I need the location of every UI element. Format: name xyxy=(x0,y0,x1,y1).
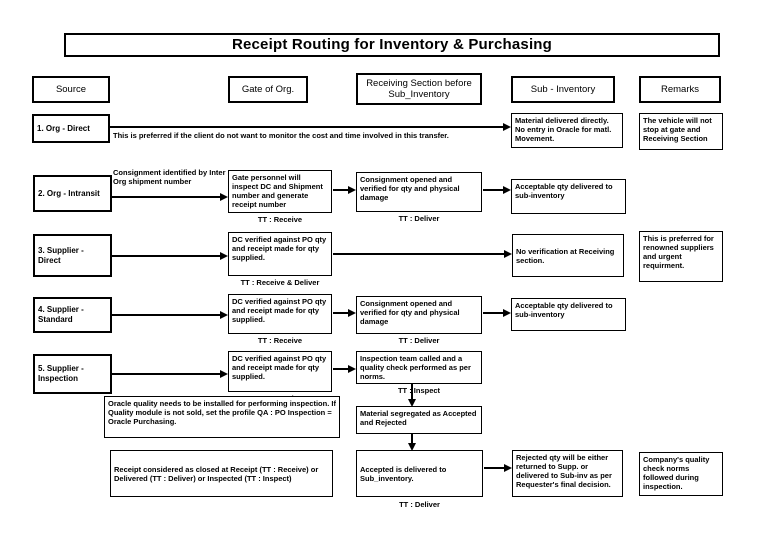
row1-arrow-source-to-subinventory xyxy=(110,123,511,131)
header-source: Source xyxy=(32,76,110,103)
accepted-tt-label: TT : Deliver xyxy=(399,500,440,509)
arrow-accepted-to-rejected xyxy=(484,464,512,472)
row1-subinventory-box: Material delivered directly. No entry in… xyxy=(511,113,623,148)
row4-source-box: 4. Supplier - Standard xyxy=(33,297,112,333)
row1-remarks-box: The vehicle will not stop at gate and Re… xyxy=(639,113,723,150)
accepted-box: Accepted is delivered to Sub_inventory. xyxy=(356,450,483,497)
rejected-box: Rejected qty will be either returned to … xyxy=(512,450,623,497)
row2-source-box: 2. Org - Intransit xyxy=(33,175,112,212)
row3-subinventory-box: No verification at Receiving section. xyxy=(512,234,624,277)
row2-gate-tt-label: TT : Receive xyxy=(257,215,303,224)
row4-arrow-gate-to-receiving xyxy=(333,309,356,317)
row2-arrow-label: Consignment identified by Inter Org ship… xyxy=(113,168,226,186)
closure-note-box: Receipt considered as closed at Receipt … xyxy=(110,450,333,497)
row2-arrow-receiving-to-subinventory xyxy=(483,186,511,194)
row4-subinventory-box: Acceptable qty delivered to sub-inventor… xyxy=(511,298,626,331)
row4-arrow-receiving-to-subinventory xyxy=(483,309,511,317)
row5-oracle-note-box: Oracle quality needs to be installed for… xyxy=(104,396,340,438)
row2-receiving-box: Consignment opened and verified for qty … xyxy=(356,172,482,212)
row5-gate-box: DC verified against PO qty and receipt m… xyxy=(228,351,332,392)
row3-gate-tt-label: TT : Receive & Deliver xyxy=(240,278,320,287)
row4-receiving-box: Consignment opened and verified for qty … xyxy=(356,296,482,334)
row2-subinventory-box: Acceptable qty delivered to sub-inventor… xyxy=(511,179,626,214)
row5-receiving-box: Inspection team called and a quality che… xyxy=(356,351,482,384)
row5-arrow-segregated-to-accepted xyxy=(408,434,416,451)
row5-arrow-source-to-gate xyxy=(112,370,228,378)
page-title: Receipt Routing for Inventory & Purchasi… xyxy=(64,33,720,57)
header-sub-inventory: Sub - Inventory xyxy=(511,76,615,103)
row4-gate-tt-label: TT : Receive xyxy=(257,336,303,345)
row4-arrow-source-to-gate xyxy=(112,311,228,319)
row3-source-box: 3. Supplier - Direct xyxy=(33,234,112,277)
row5-arrow-gate-to-receiving xyxy=(333,365,356,373)
header-gate-of-org: Gate of Org. xyxy=(228,76,308,103)
row5-source-box: 5. Supplier - Inspection xyxy=(33,354,112,394)
row3-remarks-box: This is preferred for renowned suppliers… xyxy=(639,231,723,282)
row3-gate-box: DC verified against PO qty and receipt m… xyxy=(228,232,332,276)
row5-receiving-tt-label: TT : Inspect xyxy=(397,386,441,395)
row1-flow-note: This is preferred if the client do not w… xyxy=(113,131,449,140)
row4-receiving-tt-label: TT : Deliver xyxy=(398,336,440,345)
row2-gate-box: Gate personnel will inspect DC and Shipm… xyxy=(228,170,332,213)
header-remarks: Remarks xyxy=(639,76,721,103)
bottom-remarks-box: Company's quality check norms followed d… xyxy=(639,452,723,496)
row5-segregated-box: Material segregated as Accepted and Reje… xyxy=(356,406,482,434)
row4-gate-box: DC verified against PO qty and receipt m… xyxy=(228,294,332,334)
row2-receiving-tt-label: TT : Deliver xyxy=(398,214,440,223)
row2-arrow-source-to-gate xyxy=(112,193,228,201)
row2-arrow-gate-to-receiving xyxy=(333,186,356,194)
row5-arrow-receiving-to-segregated xyxy=(408,384,416,407)
header-receiving-section: Receiving Section before Sub_Inventory xyxy=(356,73,482,105)
row3-arrow-gate-to-subinventory xyxy=(333,250,512,258)
row1-source-box: 1. Org - Direct xyxy=(32,114,110,143)
row3-arrow-source-to-gate xyxy=(112,252,228,260)
